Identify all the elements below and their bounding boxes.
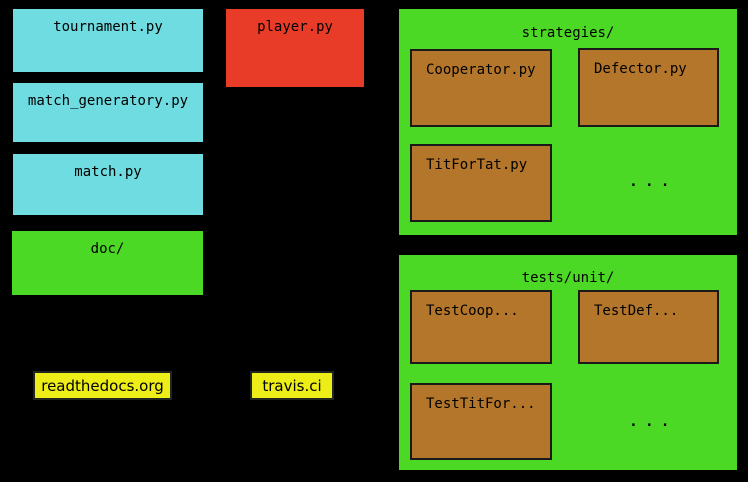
submodule-label: TestCoop...: [426, 303, 519, 319]
ellipsis-strategies: ...: [628, 170, 676, 191]
submodule-box-testtitfor[interactable]: TestTitFor...: [410, 383, 552, 460]
module-label: player.py: [257, 19, 333, 35]
submodule-label: Defector.py: [594, 61, 687, 77]
module-card-player[interactable]: player.py: [226, 9, 364, 87]
folder-label: doc/: [90, 241, 125, 257]
submodule-box-titfortat[interactable]: TitForTat.py: [410, 144, 552, 222]
service-tag-travisci[interactable]: travis.ci: [250, 371, 334, 400]
module-label: match_generatory.py: [27, 93, 189, 109]
module-card-tournament[interactable]: tournament.py: [13, 9, 203, 72]
package-panel-tests-unit[interactable]: tests/unit/ TestCoop... TestDef... TestT…: [398, 254, 738, 471]
submodule-label: TitForTat.py: [426, 157, 528, 173]
ellipsis-tests-unit: ...: [628, 410, 676, 431]
submodule-box-cooperator[interactable]: Cooperator.py: [410, 49, 552, 127]
module-card-match[interactable]: match.py: [13, 154, 203, 215]
package-panel-strategies[interactable]: strategies/ Cooperator.py Defector.py Ti…: [398, 8, 738, 236]
module-label: tournament.py: [53, 19, 163, 35]
submodule-label: TestTitFor...: [426, 396, 536, 412]
submodule-box-testcoop[interactable]: TestCoop...: [410, 290, 552, 364]
package-title-tests-unit: tests/unit/: [521, 270, 615, 286]
submodule-label: Cooperator.py: [426, 62, 536, 78]
module-label: match.py: [74, 164, 142, 180]
folder-card-doc[interactable]: doc/: [12, 231, 203, 295]
service-tag-readthedocs[interactable]: readthedocs.org: [33, 371, 172, 400]
package-title-strategies: strategies/: [521, 25, 615, 41]
service-label: travis.ci: [262, 377, 322, 395]
submodule-label: TestDef...: [594, 303, 679, 319]
module-card-match-generatory[interactable]: match_generatory.py: [13, 83, 203, 142]
submodule-box-defector[interactable]: Defector.py: [578, 48, 719, 127]
submodule-box-testdef[interactable]: TestDef...: [578, 290, 719, 364]
service-label: readthedocs.org: [41, 377, 164, 395]
